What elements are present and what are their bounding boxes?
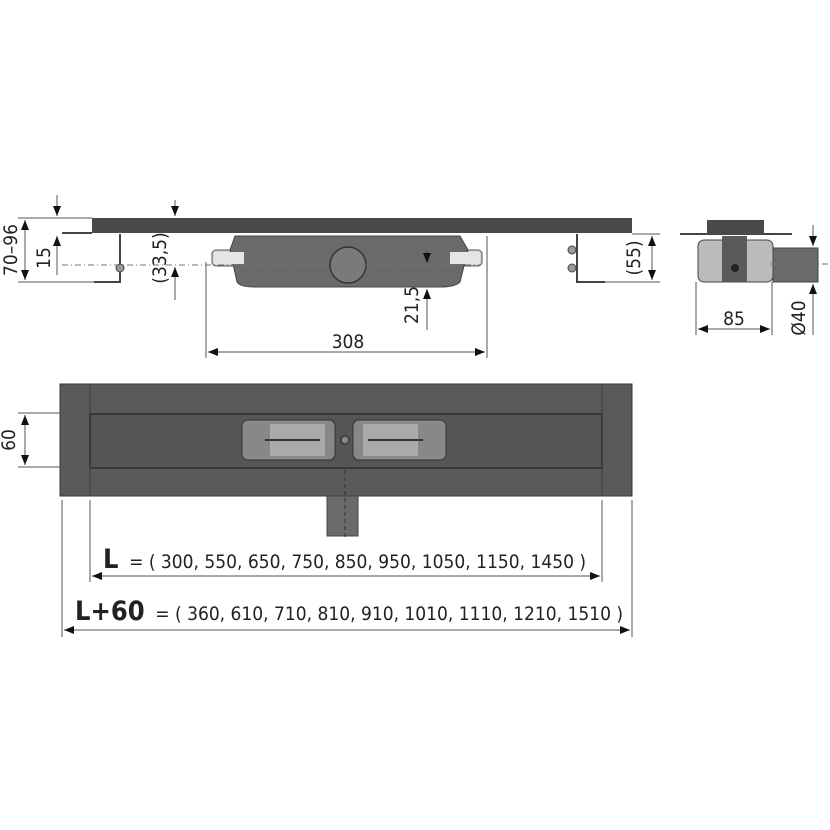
dim-right-height: (55)	[623, 240, 645, 275]
total-length-values: = ( 360, 610, 710, 810, 910, 1010, 1110,…	[155, 603, 623, 625]
dim-plan-width: 60	[0, 429, 20, 451]
dim-outlet-offset: 21,5	[401, 286, 423, 324]
dim-height-range: 70–96	[0, 224, 22, 276]
center-screw	[340, 435, 350, 445]
outlet-stub	[326, 495, 359, 537]
outlet-pipe	[772, 247, 819, 283]
dim-flange-offset: (33,5)	[149, 232, 171, 283]
length-label: L	[103, 544, 118, 575]
grate-insert-right	[352, 419, 447, 461]
total-length-label: L+60	[75, 596, 145, 627]
length-formula: L = ( 300, 550, 650, 750, 850, 950, 1050…	[103, 544, 586, 575]
grate-insert-left	[241, 419, 336, 461]
plan-view: 60 L = ( 300, 550, 650, 750, 850, 950, 1…	[0, 383, 633, 637]
drain-body	[211, 235, 483, 288]
dim-grate-height: 15	[33, 247, 55, 269]
side-view: 70–96 15 (33,5) 21,5 308 (55)	[0, 195, 660, 358]
dim-outlet-diameter: Ø40	[788, 300, 810, 335]
left-bracket	[94, 234, 125, 283]
dim-end-width: 85	[723, 308, 745, 330]
right-bracket	[567, 234, 605, 283]
length-values: = ( 300, 550, 650, 750, 850, 950, 1050, …	[129, 551, 586, 573]
top-plate	[92, 218, 632, 233]
total-length-formula: L+60 = ( 360, 610, 710, 810, 910, 1010, …	[75, 596, 623, 627]
dim-body-length: 308	[332, 331, 365, 353]
end-view: 85 Ø40	[680, 220, 830, 336]
